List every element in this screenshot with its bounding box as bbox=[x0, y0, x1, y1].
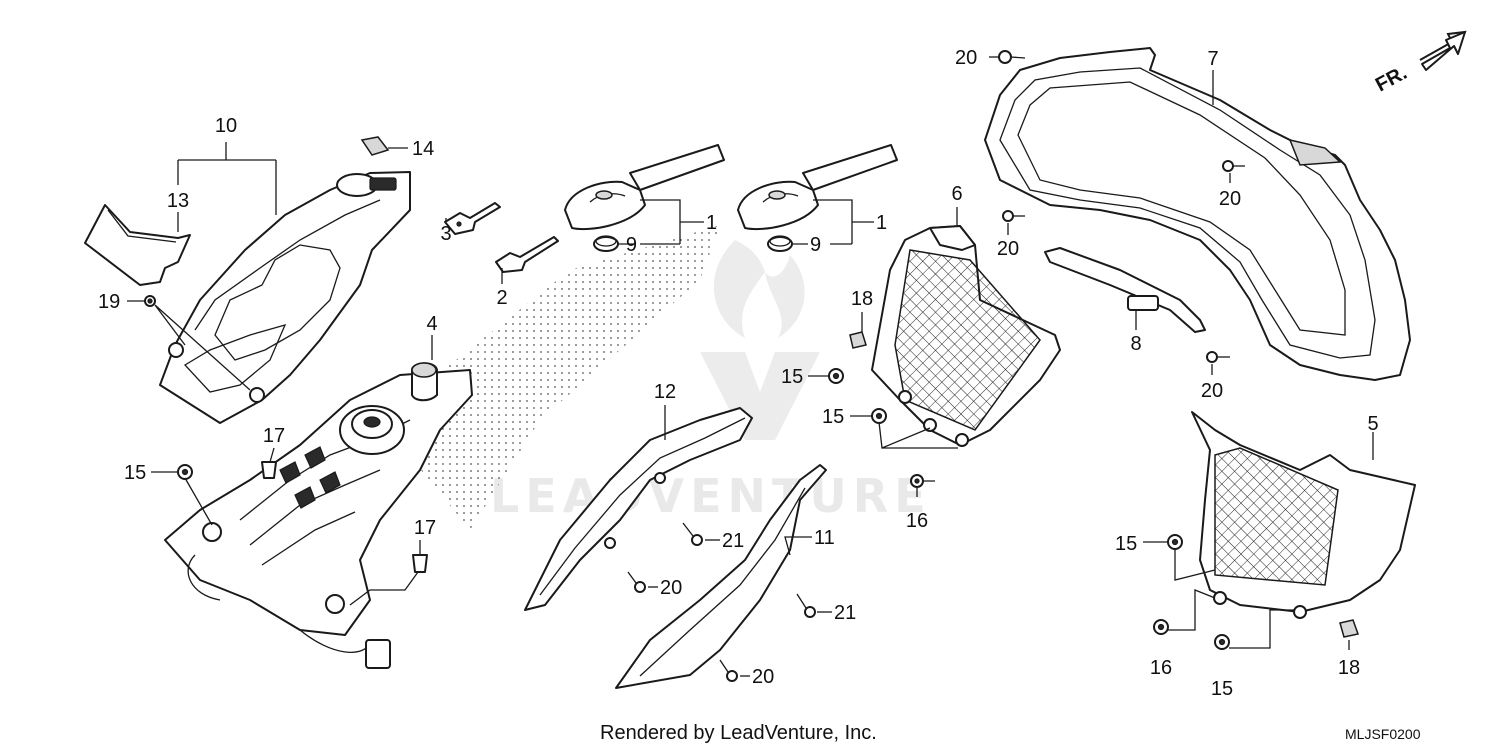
part-7-meter-panel bbox=[984, 47, 1411, 381]
part-15-bolt-d bbox=[1167, 534, 1183, 550]
callout-16-a: 16 bbox=[906, 510, 928, 532]
range-dots bbox=[380, 225, 720, 530]
watermark: LEADVENTURE bbox=[490, 240, 932, 523]
callout-21-b: 21 bbox=[834, 602, 856, 624]
callout-16-b: 16 bbox=[1150, 657, 1172, 679]
callouts: 10 13 14 19 3 2 1 1 9 9 4 17 15 17 12 21… bbox=[98, 47, 1379, 700]
callout-15-c: 15 bbox=[822, 406, 844, 428]
callout-2: 2 bbox=[496, 287, 507, 309]
part-18-clip-a bbox=[849, 331, 867, 349]
part-20-screw-d bbox=[1222, 160, 1245, 172]
part-9-battery-right bbox=[767, 235, 793, 252]
callout-13: 13 bbox=[167, 190, 189, 212]
callout-15-d: 15 bbox=[1115, 533, 1137, 555]
callout-21-a: 21 bbox=[722, 530, 744, 552]
part-20-screw-e bbox=[1002, 210, 1025, 222]
callout-18-a: 18 bbox=[851, 288, 873, 310]
part-21-screw-a bbox=[682, 522, 703, 546]
callout-17-a: 17 bbox=[263, 425, 285, 447]
part-11-trim bbox=[615, 464, 827, 689]
part-10-center-panel bbox=[159, 171, 411, 424]
part-12-trim bbox=[524, 407, 753, 611]
callout-10: 10 bbox=[215, 115, 237, 137]
part-16-bolt-b bbox=[1153, 619, 1169, 635]
watermark-text: LEADVENTURE bbox=[490, 469, 932, 523]
callout-17-b: 17 bbox=[414, 517, 436, 539]
part-6-mesh-panel bbox=[871, 225, 1061, 447]
part-17-clip-a bbox=[261, 461, 277, 479]
leader-lines bbox=[127, 56, 1374, 677]
callout-20-f: 20 bbox=[1201, 380, 1223, 402]
callout-20-b: 20 bbox=[752, 666, 774, 688]
part-2-key bbox=[495, 236, 559, 273]
part-15-bolt-a bbox=[177, 464, 193, 480]
part-20-screw-a bbox=[627, 571, 646, 593]
front-direction-indicator: FR. bbox=[1372, 30, 1467, 97]
callout-7: 7 bbox=[1207, 48, 1218, 70]
callout-15-a: 15 bbox=[124, 462, 146, 484]
part-17-clip-b bbox=[412, 554, 428, 573]
callout-11: 11 bbox=[814, 527, 835, 549]
callout-20-c: 20 bbox=[955, 47, 977, 69]
part-15-bolt-c bbox=[871, 408, 887, 424]
part-20-screw-b bbox=[719, 659, 738, 682]
callout-3: 3 bbox=[440, 223, 451, 245]
part-21-screw-b bbox=[796, 593, 816, 618]
part-9-battery-left bbox=[593, 235, 619, 252]
callout-20-a: 20 bbox=[660, 577, 682, 599]
callout-1-left: 1 bbox=[706, 212, 717, 234]
callout-9-right: 9 bbox=[810, 234, 821, 256]
callout-15-b: 15 bbox=[781, 366, 803, 388]
part-16-bolt-a bbox=[910, 474, 924, 488]
rendered-by-credit: Rendered by LeadVenture, Inc. bbox=[600, 722, 877, 744]
part-1-remote-left bbox=[564, 144, 725, 231]
part-1-remote-right bbox=[737, 144, 898, 231]
callout-12: 12 bbox=[654, 381, 676, 403]
callout-1-right: 1 bbox=[876, 212, 887, 234]
part-15-bolt-b bbox=[828, 368, 844, 384]
part-20-screw-c bbox=[998, 50, 1026, 64]
part-8-bracket bbox=[1044, 247, 1206, 333]
diagram-code: MLJSF0200 bbox=[1345, 726, 1421, 742]
callout-8: 8 bbox=[1130, 333, 1141, 355]
callout-9-left: 9 bbox=[626, 234, 637, 256]
part-19-nut bbox=[144, 295, 156, 307]
front-label: FR. bbox=[1372, 62, 1411, 97]
callout-15-e: 15 bbox=[1211, 678, 1233, 700]
callout-5: 5 bbox=[1367, 413, 1378, 435]
callout-18-b: 18 bbox=[1338, 657, 1360, 679]
part-20-screw-f bbox=[1206, 351, 1230, 363]
callout-20-d: 20 bbox=[1219, 188, 1241, 210]
part-5-mesh-panel bbox=[1191, 411, 1416, 619]
part-15-bolt-e bbox=[1214, 634, 1230, 650]
part-13-cover bbox=[84, 204, 191, 286]
callout-4: 4 bbox=[426, 313, 437, 335]
part-14-pad bbox=[360, 136, 390, 156]
part-18-clip-b bbox=[1339, 619, 1359, 638]
callout-14: 14 bbox=[412, 138, 434, 160]
part-3-key bbox=[444, 202, 501, 235]
callout-6: 6 bbox=[951, 183, 962, 205]
callout-19: 19 bbox=[98, 291, 120, 313]
part-4-switch-assembly bbox=[164, 362, 473, 669]
callout-20-e: 20 bbox=[997, 238, 1019, 260]
